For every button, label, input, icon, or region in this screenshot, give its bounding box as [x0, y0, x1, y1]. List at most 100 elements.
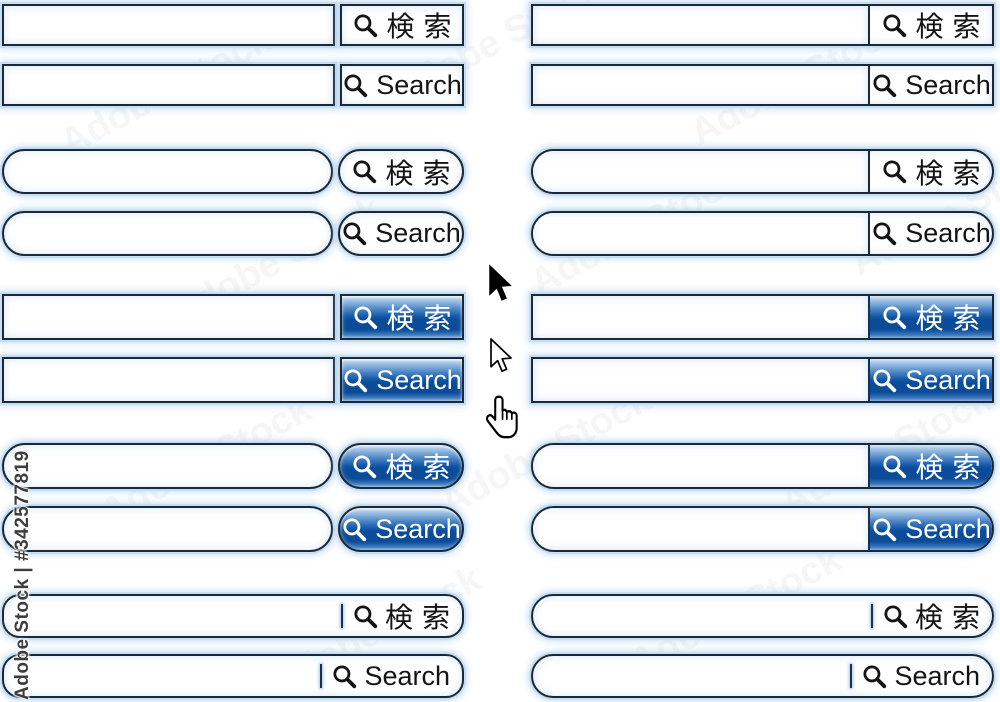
search-button-jp[interactable]: 検索	[338, 149, 464, 194]
divider	[868, 359, 870, 401]
search-input[interactable]	[533, 296, 868, 338]
search-button-en-blue[interactable]: Search	[338, 506, 464, 552]
arrow-cursor-outline-icon	[490, 338, 512, 373]
search-button-jp-blue[interactable]: 検索	[870, 445, 992, 487]
search-input[interactable]	[4, 656, 320, 696]
search-input[interactable]	[533, 445, 868, 487]
search-bar-combined: Search	[531, 654, 994, 698]
divider	[868, 508, 870, 550]
search-input[interactable]	[2, 64, 335, 106]
magnifier-icon	[871, 516, 898, 543]
search-button-label: Search	[905, 218, 991, 248]
search-button-label: 検索	[386, 11, 461, 42]
search-button-jp-blue[interactable]: 検索	[338, 443, 464, 489]
search-button-label: Search	[375, 218, 461, 248]
search-bar-combined: 検索	[531, 594, 994, 638]
search-bar-combined: 検索	[531, 4, 994, 46]
search-button-en[interactable]: Search	[340, 64, 464, 106]
magnifier-icon	[882, 603, 909, 630]
search-button-label: 検索	[915, 157, 990, 189]
search-bar-combined: 検索	[531, 149, 994, 194]
search-button-en[interactable]: Search	[322, 661, 462, 692]
magnifier-icon	[881, 158, 908, 185]
search-bar-combined: 検索	[531, 294, 994, 340]
search-button-jp[interactable]: 検索	[873, 596, 992, 636]
search-input[interactable]	[2, 506, 333, 552]
search-button-label: 検索	[915, 452, 990, 483]
search-button-label: 検索	[386, 303, 461, 334]
search-button-label: Search	[905, 69, 991, 100]
divider	[320, 664, 323, 688]
search-button-label: 検索	[915, 11, 990, 42]
search-button-label: Search	[364, 660, 450, 691]
search-button-en[interactable]: Search	[870, 66, 992, 104]
magnifier-icon	[352, 603, 379, 630]
search-input[interactable]	[533, 508, 868, 550]
search-button-label: Search	[376, 69, 462, 100]
search-input[interactable]	[2, 443, 333, 489]
search-input[interactable]	[533, 151, 868, 192]
search-button-label: Search	[376, 364, 462, 395]
search-button-en-blue[interactable]: Search	[870, 508, 992, 550]
divider	[868, 151, 870, 192]
magnifier-icon	[351, 158, 378, 185]
search-input[interactable]	[2, 4, 335, 46]
magnifier-icon	[352, 304, 379, 331]
divider	[850, 664, 853, 688]
search-bar-combined: 検索	[2, 594, 464, 638]
search-bar-combined: Search	[2, 654, 464, 698]
search-input[interactable]	[2, 357, 335, 403]
search-button-en[interactable]: Search	[852, 661, 992, 692]
divider	[868, 296, 870, 338]
search-button-label: Search	[905, 364, 991, 395]
magnifier-icon	[881, 12, 908, 39]
divider	[870, 604, 873, 628]
magnifier-icon	[341, 220, 368, 247]
search-input[interactable]	[533, 6, 868, 44]
arrow-cursor-solid-icon	[489, 264, 512, 301]
search-input[interactable]	[4, 596, 341, 636]
search-button-en[interactable]: Search	[870, 213, 992, 254]
search-button-label: 検索	[384, 602, 459, 633]
search-button-jp[interactable]: 検索	[870, 6, 992, 44]
search-button-label: 検索	[385, 452, 460, 483]
search-input[interactable]	[533, 596, 871, 636]
magnifier-icon	[352, 12, 379, 39]
watermark-side: Adobe Stock | #342577819	[12, 450, 33, 700]
search-button-jp[interactable]: 検索	[343, 596, 462, 636]
search-button-en-blue[interactable]: Search	[870, 359, 992, 401]
search-button-jp-blue[interactable]: 検索	[870, 296, 992, 338]
search-input[interactable]	[533, 213, 868, 254]
search-input[interactable]	[2, 149, 333, 194]
search-bar-combined: Search	[531, 506, 994, 552]
hand-cursor-icon	[486, 395, 518, 439]
search-input[interactable]	[2, 294, 335, 340]
search-button-en[interactable]: Search	[338, 211, 464, 256]
search-bar-combined: Search	[531, 64, 994, 106]
search-button-label: 検索	[914, 602, 989, 633]
search-button-label: Search	[905, 513, 991, 544]
search-button-en-blue[interactable]: Search	[340, 357, 464, 403]
search-button-label: Search	[375, 513, 461, 544]
magnifier-icon	[881, 304, 908, 331]
search-button-jp[interactable]: 検索	[870, 151, 992, 192]
search-button-jp[interactable]: 検索	[340, 4, 464, 46]
magnifier-icon	[341, 516, 368, 543]
magnifier-icon	[861, 663, 888, 690]
magnifier-icon	[881, 453, 908, 480]
magnifier-icon	[871, 72, 898, 99]
search-button-label: 検索	[915, 303, 990, 334]
magnifier-icon	[351, 453, 378, 480]
search-bar-combined: Search	[531, 211, 994, 256]
search-input[interactable]	[533, 66, 868, 104]
divider	[868, 66, 870, 104]
magnifier-icon	[871, 367, 898, 394]
search-button-jp-blue[interactable]: 検索	[340, 294, 464, 340]
search-button-label: 検索	[385, 157, 460, 189]
magnifier-icon	[342, 72, 369, 99]
search-input[interactable]	[533, 359, 868, 401]
divider	[868, 445, 870, 487]
search-input[interactable]	[2, 211, 333, 256]
divider	[340, 604, 343, 628]
search-input[interactable]	[533, 656, 850, 696]
